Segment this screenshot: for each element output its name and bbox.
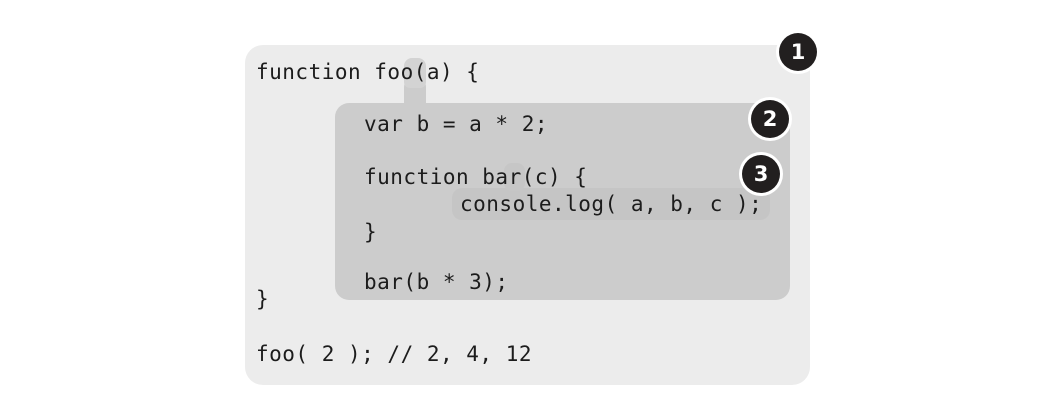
param-a-highlight <box>404 58 426 88</box>
marker-badge-3: 3 <box>742 155 780 193</box>
code-line-bar-call: bar(b * 3); <box>364 270 509 294</box>
code-line-foo-call: foo( 2 ); // 2, 4, 12 <box>256 342 533 366</box>
param-c-highlight <box>504 163 525 191</box>
code-line-foo-close: } <box>256 287 270 311</box>
code-line-console: console.log( a, b, c ); <box>460 192 763 216</box>
code-line-bar-open: function bar(c) { <box>364 165 588 189</box>
marker-badge-1: 1 <box>779 33 817 71</box>
code-line-foo-open: function foo(a) { <box>256 60 480 84</box>
marker-badge-2: 2 <box>751 100 789 138</box>
bar-scope-highlight <box>452 188 770 220</box>
code-line-var-b: var b = a * 2; <box>364 112 549 136</box>
code-line-bar-close: } <box>364 220 378 244</box>
